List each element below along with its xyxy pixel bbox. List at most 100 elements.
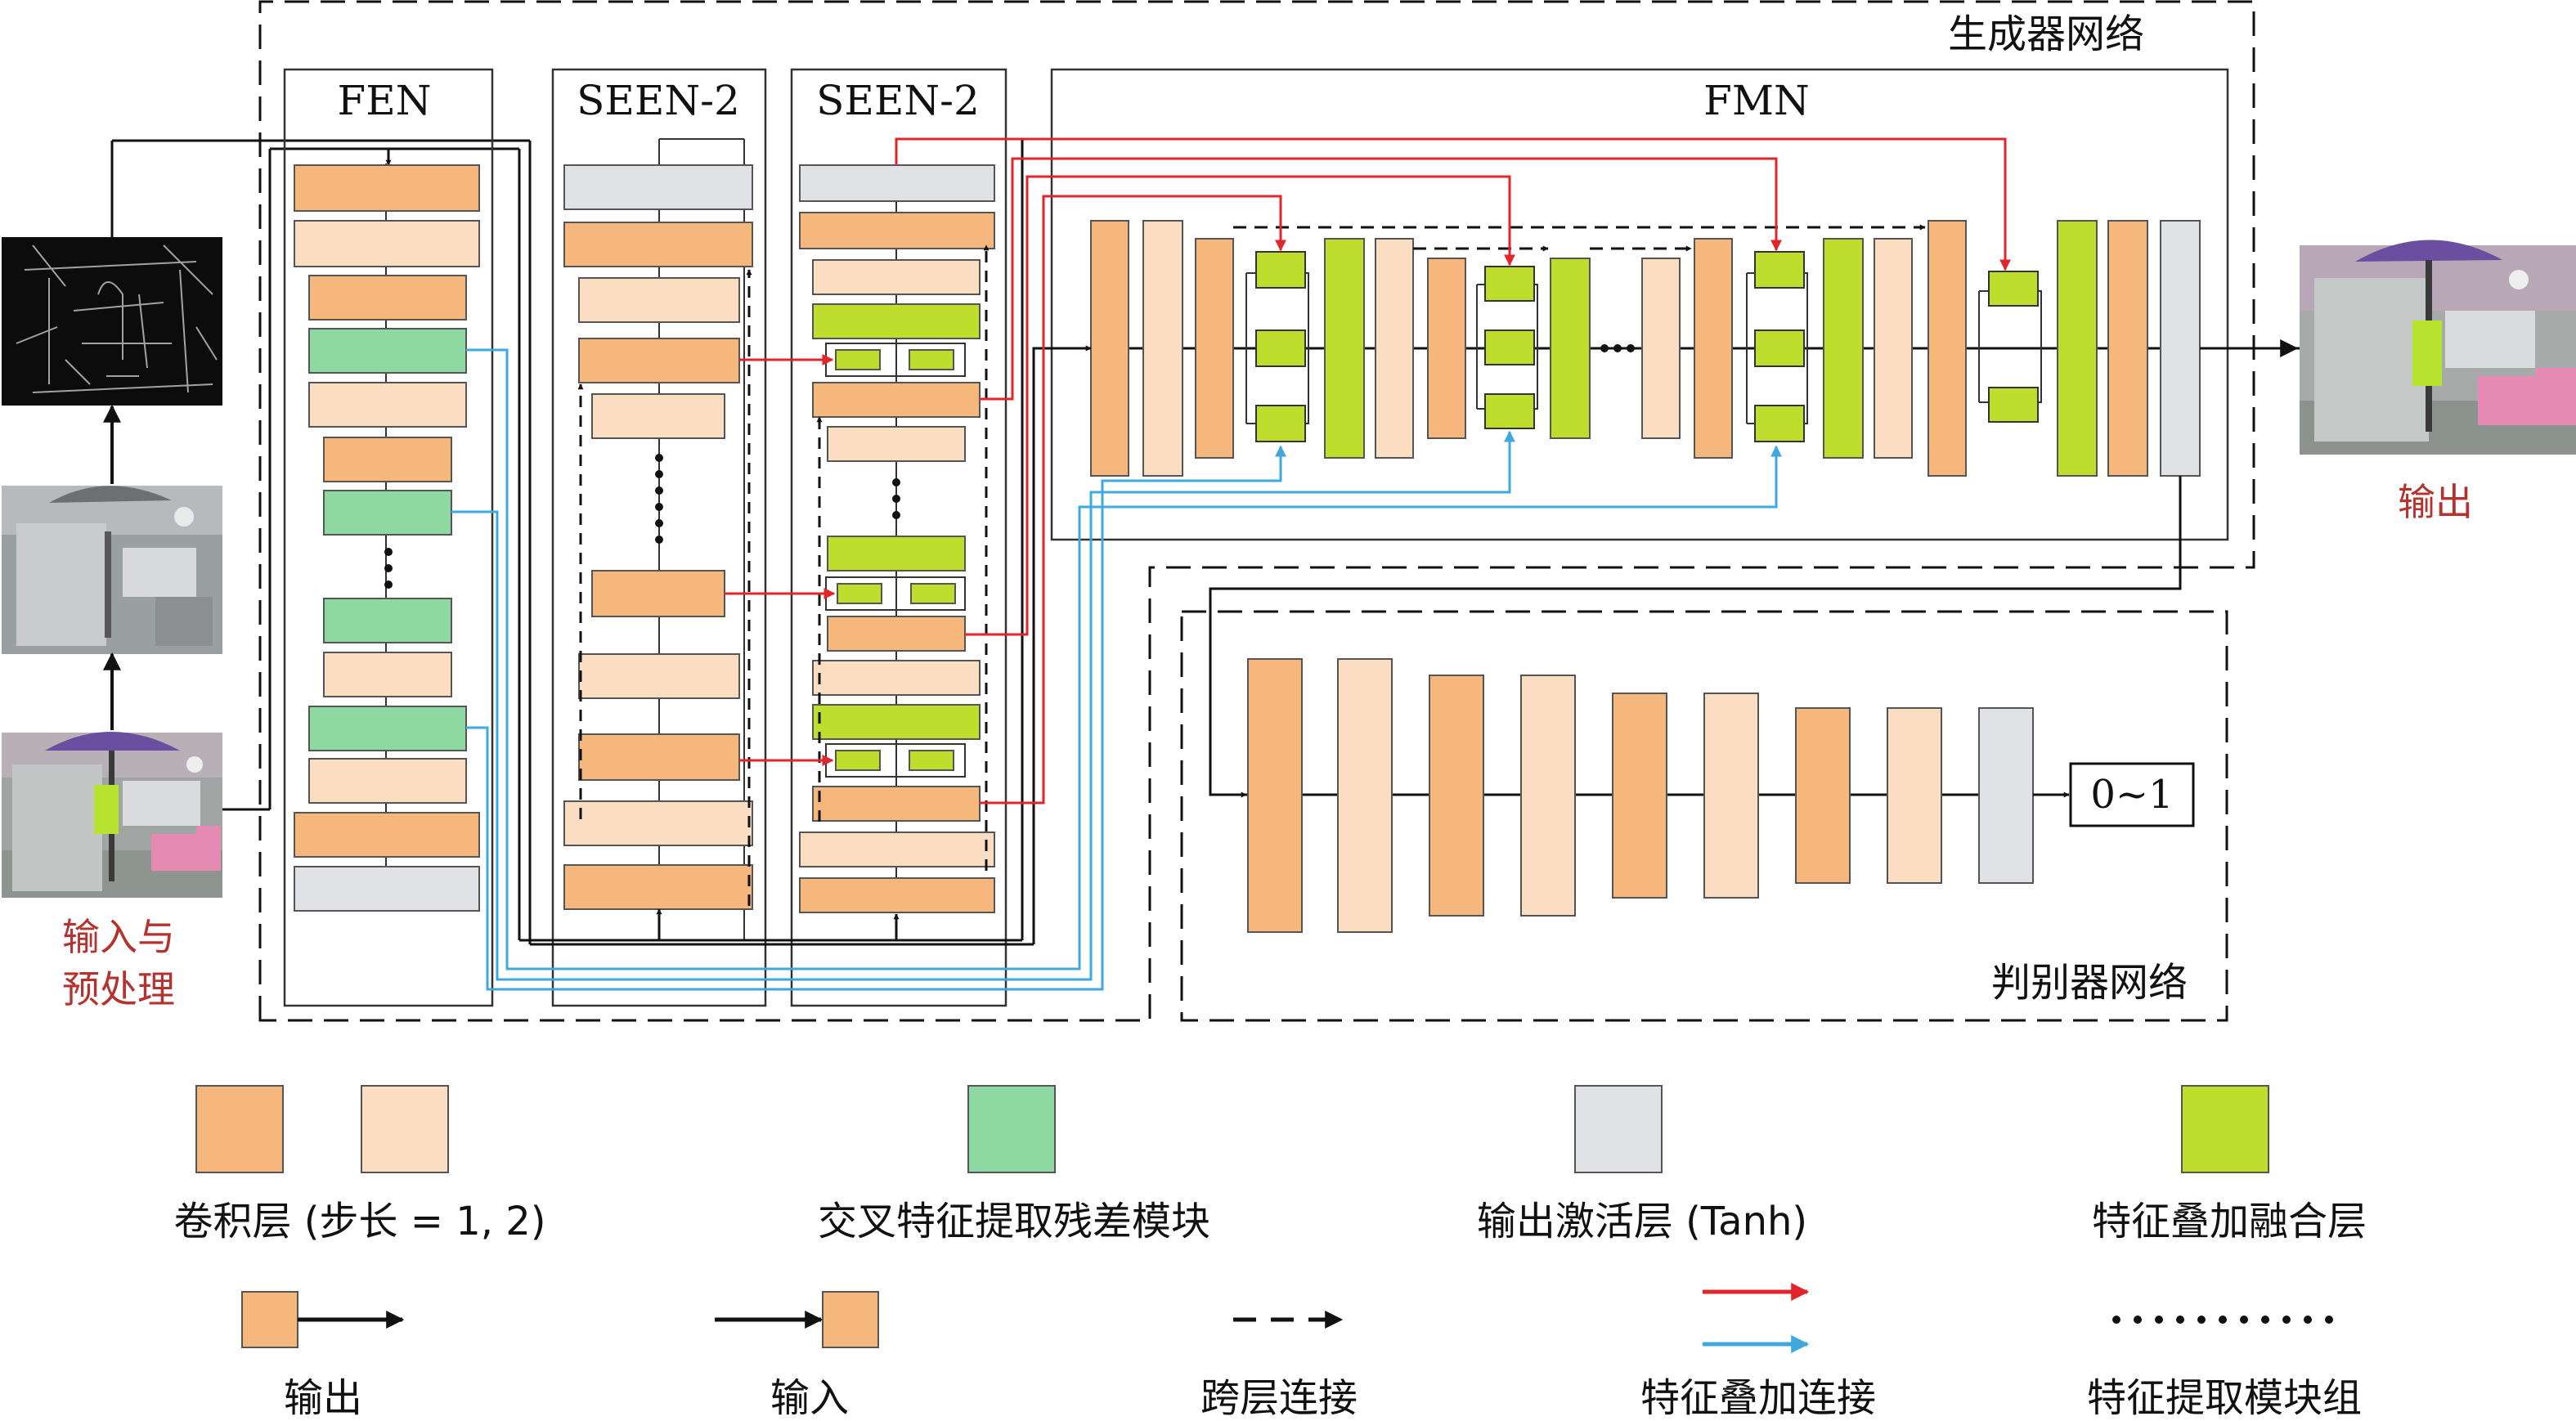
input-label-line1: 输入与 (62, 915, 175, 959)
generator-outline (258, 0, 2255, 1022)
seen-b-conv-stride (827, 426, 966, 462)
seen-b-conv (799, 877, 995, 913)
legend-output-icon-box (241, 1291, 298, 1348)
legend-conv-swatch (195, 1085, 284, 1173)
seen-b-conv (827, 616, 966, 652)
legend-output-act-swatch (1574, 1085, 1663, 1173)
fen-conv-stride (323, 652, 452, 697)
fen-layers (294, 164, 480, 912)
seen-b-fusion-sm (910, 583, 956, 604)
fmn-ellipsis (1600, 344, 1635, 352)
disc-conv (1247, 658, 1303, 933)
fen-resblock (323, 598, 452, 643)
fmn-conv (2107, 220, 2148, 477)
seen-a-ellipsis (655, 454, 663, 544)
legend-resblock-swatch (967, 1085, 1056, 1173)
module-frames (283, 68, 2229, 1007)
fmn-conv (1427, 258, 1466, 439)
fmn-layers (1067, 220, 2322, 477)
fen-conv (294, 164, 480, 212)
seen-a-title: SEEN-2 (577, 77, 740, 124)
fmn-blue-links (451, 348, 1782, 991)
legend-feature-group-label: 特征提取模块组 (2087, 1375, 2362, 1421)
seen-red-links (725, 354, 836, 766)
grayscale-image (2, 486, 222, 654)
seen-b-conv-stride (812, 660, 981, 696)
seen-b-skip (816, 244, 990, 871)
legend-feature-link-label: 特征叠加连接 (1640, 1375, 1876, 1421)
seen-a-conv-stride (591, 393, 725, 439)
seen-b-layers (799, 139, 995, 913)
color-input-image (2, 732, 222, 898)
legend-input-label: 输入 (770, 1375, 849, 1421)
legend: 卷积层 (步长 = 1, 2) 交叉特征提取残差模块 输出激活层 (Tanh) … (173, 1085, 2367, 1421)
legend-input-icon-box (822, 1291, 879, 1348)
fen-title: FEN (338, 77, 432, 124)
seen-b-fusion (812, 704, 981, 740)
discriminator-outline (1180, 610, 2228, 1022)
fmn-fusion (1550, 258, 1591, 439)
seen-a-conv (591, 570, 725, 617)
legend-conv-label: 卷积层 (步长 = 1, 2) (173, 1199, 545, 1244)
legend-skip-label: 跨层连接 (1200, 1375, 1358, 1421)
disc-conv (1795, 707, 1851, 884)
edge-map-image (2, 237, 222, 406)
seen-b-fusion-sm (837, 583, 882, 604)
fmn-title: FMN (1703, 77, 1810, 124)
fen-resblock (308, 328, 467, 374)
seen-a-conv-stride (578, 277, 740, 323)
seen-b-fusion-sm (835, 750, 881, 771)
generator-title: 生成器网络 (1948, 11, 2144, 57)
fmn-output-act (2160, 220, 2201, 477)
fen-conv (323, 437, 452, 482)
discriminator-title: 判别器网络 (1991, 960, 2188, 1006)
to-discriminator-link (1209, 476, 2182, 798)
seen-b-conv (799, 212, 995, 249)
legend-output-label: 输出 (284, 1375, 362, 1421)
fen-resblock (308, 706, 467, 751)
disc-conv (1429, 675, 1484, 917)
disc-conv-stride (1703, 693, 1759, 899)
fmn-fusion (1823, 238, 1864, 459)
seen-b-fusion (827, 536, 966, 572)
seen-a-conv (578, 733, 740, 781)
seen-a-layers (563, 138, 753, 940)
disc-conv (1612, 693, 1667, 899)
seen-b-fusion-sm (909, 349, 954, 370)
seen-b-conv-stride (812, 259, 981, 295)
disc-conv-stride (1520, 675, 1576, 917)
output-label: 输出 (2398, 480, 2473, 524)
legend-fusion-label: 特征叠加融合层 (2092, 1199, 2367, 1244)
seen-a-skip (577, 269, 752, 906)
fmn-conv (1090, 220, 1129, 477)
legend-dots (2112, 1316, 2333, 1324)
fmn-skip (1233, 224, 1926, 252)
disc-output-act (1978, 707, 2034, 884)
seen-b-output-act (799, 164, 995, 202)
input-images: 输入与 预处理 (2, 139, 532, 1011)
seen-b-conv (812, 786, 981, 822)
seen-b-title: SEEN-2 (816, 77, 980, 124)
legend-output-act-label: 输出激活层 (Tanh) (1477, 1199, 1807, 1244)
disc-output-box (2069, 762, 2195, 827)
output-image (2300, 240, 2576, 455)
fmn-red-links (895, 137, 2011, 805)
fen-conv (294, 812, 480, 858)
disc-conv-stride (1887, 707, 1942, 884)
fmn-conv (1694, 238, 1733, 459)
seen-a-conv (563, 222, 753, 267)
fmn-fusion (1324, 238, 1365, 459)
seen-a-conv (563, 864, 753, 910)
fmn-fusion-groups (1245, 251, 2042, 442)
discriminator-layers (1246, 658, 2034, 933)
seen-a-conv-stride (563, 800, 753, 846)
seen-a-conv (578, 338, 740, 383)
fen-resblock (323, 490, 452, 536)
disc-output-range: 0~1 (2090, 772, 2173, 818)
fmn-conv-stride (1142, 220, 1183, 477)
legend-resblock-label: 交叉特征提取残差模块 (818, 1199, 1210, 1244)
fen-conv-stride (308, 758, 467, 804)
fen-conv (308, 275, 467, 321)
fen-ellipsis (384, 548, 393, 589)
